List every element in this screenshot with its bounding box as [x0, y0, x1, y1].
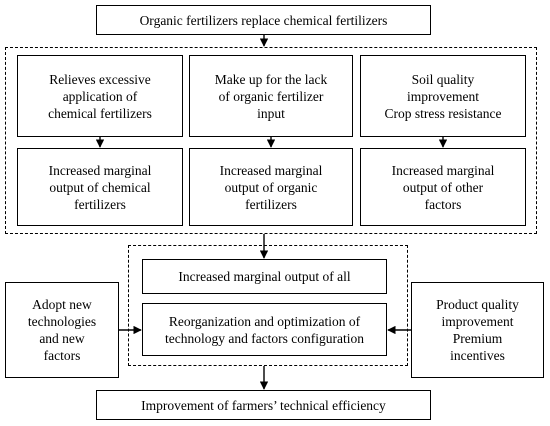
col2-bottom-node: Increased marginal output of organic fer… — [189, 148, 353, 226]
mid-reorg-node-label: Reorganization and optimization of techn… — [164, 313, 365, 346]
bottom-node: Improvement of farmers’ technical effici… — [96, 390, 431, 420]
left-side-node-label: Adopt new technologies and new factors — [27, 297, 97, 363]
top-node-label: Organic fertilizers replace chemical fer… — [139, 12, 388, 28]
col3-bottom-node-label: Increased marginal output of other facto… — [391, 162, 495, 212]
col3-bottom-node: Increased marginal output of other facto… — [360, 148, 526, 226]
col2-top-node-label: Make up for the lack of organic fertiliz… — [214, 71, 328, 121]
right-side-node: Product quality improvement Premium ince… — [411, 282, 544, 378]
col2-bottom-node-label: Increased marginal output of organic fer… — [219, 162, 323, 212]
left-side-node: Adopt new technologies and new factors — [5, 282, 119, 378]
col1-top-node: Relieves excessive application of chemic… — [17, 55, 183, 137]
col1-bottom-node-label: Increased marginal output of chemical fe… — [48, 162, 152, 212]
bottom-node-label: Improvement of farmers’ technical effici… — [141, 397, 386, 413]
col1-bottom-node: Increased marginal output of chemical fe… — [17, 148, 183, 226]
middle-dashed-group — [128, 245, 408, 366]
mid-reorg-node: Reorganization and optimization of techn… — [142, 303, 387, 356]
mid-all-node-label: Increased marginal output of all — [178, 269, 351, 284]
top-node: Organic fertilizers replace chemical fer… — [96, 5, 431, 35]
col3-top-node: Soil quality improvement Crop stress res… — [360, 55, 526, 137]
col1-top-node-label: Relieves excessive application of chemic… — [48, 71, 152, 121]
mid-all-node: Increased marginal output of all — [142, 259, 387, 294]
col2-top-node: Make up for the lack of organic fertiliz… — [189, 55, 353, 137]
upper-dashed-group — [5, 47, 537, 234]
right-side-node-label: Product quality improvement Premium ince… — [436, 297, 519, 363]
col3-top-node-label: Soil quality improvement Crop stress res… — [384, 71, 502, 121]
